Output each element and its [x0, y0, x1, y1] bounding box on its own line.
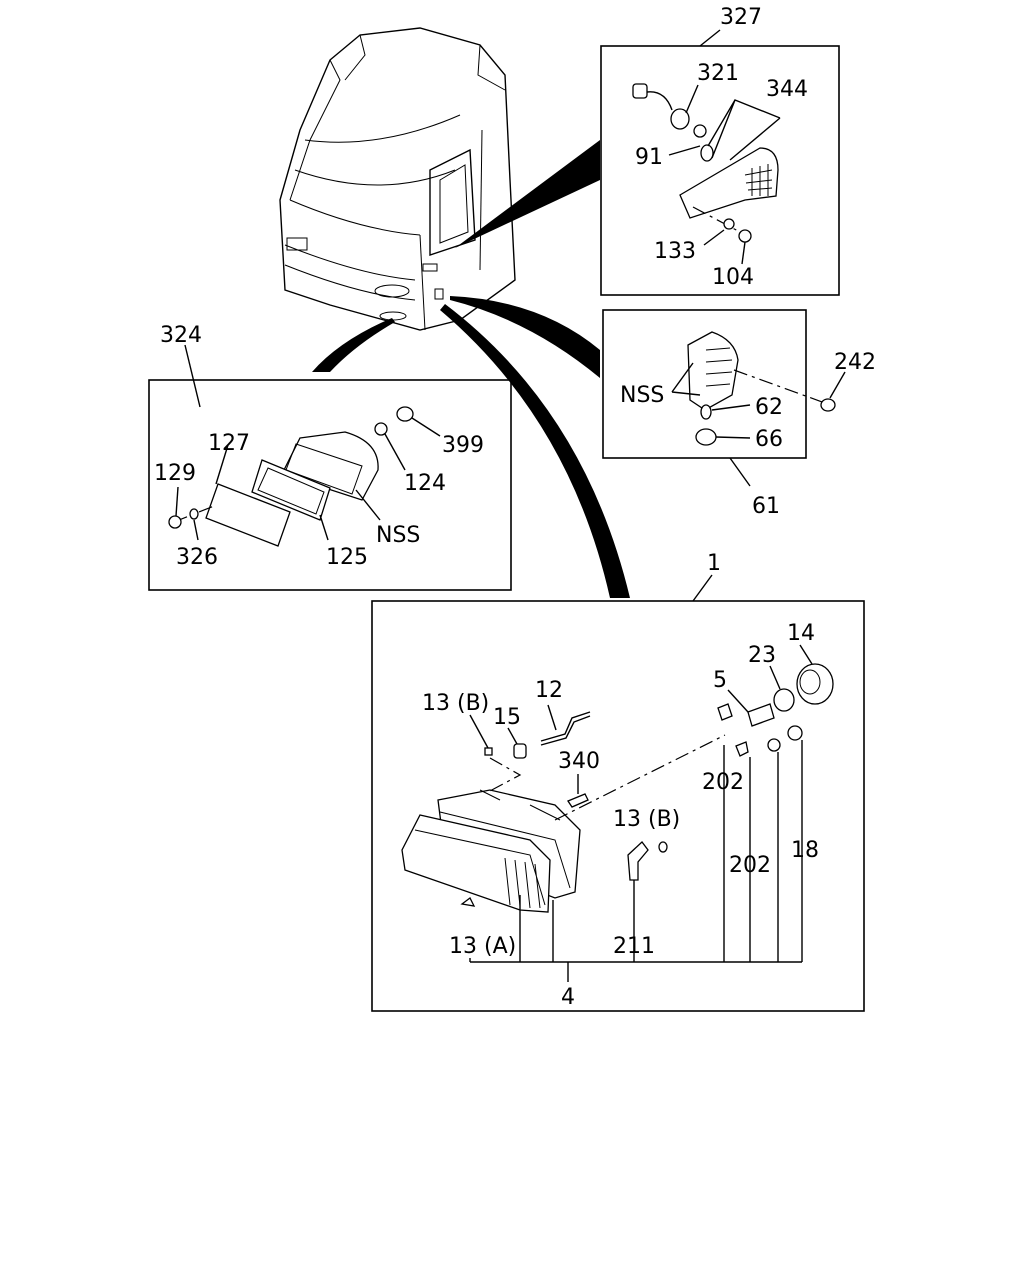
- bracket-211-part: [627, 841, 649, 881]
- label-242: 242: [834, 350, 876, 375]
- washer-326-part: [189, 508, 199, 520]
- socket-399-part: [396, 406, 414, 422]
- screw-129-part: [168, 515, 182, 529]
- label-125: 125: [326, 545, 368, 570]
- clip-202b-part: [735, 741, 749, 757]
- label-nss-61: NSS: [620, 383, 664, 408]
- label-124: 124: [404, 471, 446, 496]
- label-344: 344: [766, 77, 808, 102]
- label-15: 15: [493, 705, 521, 730]
- label-1: 1: [707, 551, 721, 576]
- label-14: 14: [787, 621, 815, 646]
- label-133: 133: [654, 239, 696, 264]
- label-326: 326: [176, 545, 218, 570]
- label-127: 127: [208, 431, 250, 456]
- clip-202a-part: [717, 703, 733, 721]
- clip-13b-upper-part: [484, 747, 493, 756]
- callout-wedges: [312, 140, 630, 598]
- screw-104-part: [738, 229, 752, 243]
- label-23: 23: [748, 643, 776, 668]
- label-4: 4: [561, 985, 575, 1010]
- label-91: 91: [635, 145, 663, 170]
- grommet-66-part: [695, 428, 717, 446]
- label-340: 340: [558, 749, 600, 774]
- label-327: 327: [720, 5, 762, 30]
- label-13b-upper: 13 (B): [422, 691, 489, 716]
- lens-127-part: [205, 483, 291, 547]
- connector-part: [632, 83, 648, 99]
- headlamp-lens-part: [401, 814, 551, 913]
- side-lamp-part: [687, 331, 739, 411]
- label-66: 66: [755, 427, 783, 452]
- label-13b-lower: 13 (B): [613, 807, 680, 832]
- washer-part: [767, 738, 781, 752]
- box-61: 61 NSS 242 62 66: [602, 309, 876, 519]
- cap-14-part: [796, 663, 834, 705]
- label-211: 211: [613, 934, 655, 959]
- marker-lens-344-part: [679, 147, 779, 219]
- washer-133-part: [723, 218, 735, 230]
- bulb-124-part: [374, 422, 388, 436]
- label-12: 12: [535, 678, 563, 703]
- bulb-62-part: [700, 404, 712, 420]
- box-1: 1 14 23 5 12 15 13 (B): [371, 551, 865, 1012]
- label-202-upper: 202: [702, 770, 744, 795]
- label-399: 399: [442, 433, 484, 458]
- label-129: 129: [154, 461, 196, 486]
- socket-321-part: [670, 108, 690, 130]
- lamp-housing-part: [281, 431, 379, 501]
- box-327: 327 321 91 344 133 104: [600, 5, 840, 296]
- label-62: 62: [755, 395, 783, 420]
- clip-13b-lower-part: [658, 841, 668, 853]
- label-104: 104: [712, 265, 754, 290]
- gasket-125-part: [251, 459, 331, 521]
- truck-cab-illustration: [279, 27, 516, 331]
- label-324: 324: [160, 323, 202, 348]
- bulb-small-part: [693, 124, 707, 138]
- clip-13a-part: [460, 897, 476, 907]
- screw-242-part: [820, 398, 836, 412]
- label-321: 321: [697, 61, 739, 86]
- bulb-5-part: [747, 703, 775, 727]
- label-5: 5: [713, 668, 727, 693]
- cap-15-part: [513, 743, 527, 759]
- seal-23-part: [773, 688, 795, 712]
- label-61: 61: [752, 494, 780, 519]
- label-13a: 13 (A): [449, 934, 516, 959]
- label-18: 18: [791, 838, 819, 863]
- box-324: 324 NSS 125 127 124 399 129 326: [148, 323, 512, 591]
- screw-340-part: [567, 793, 589, 808]
- label-nss-324: NSS: [376, 523, 420, 548]
- bulb-91-part: [700, 144, 714, 162]
- screw-18-part: [787, 725, 803, 741]
